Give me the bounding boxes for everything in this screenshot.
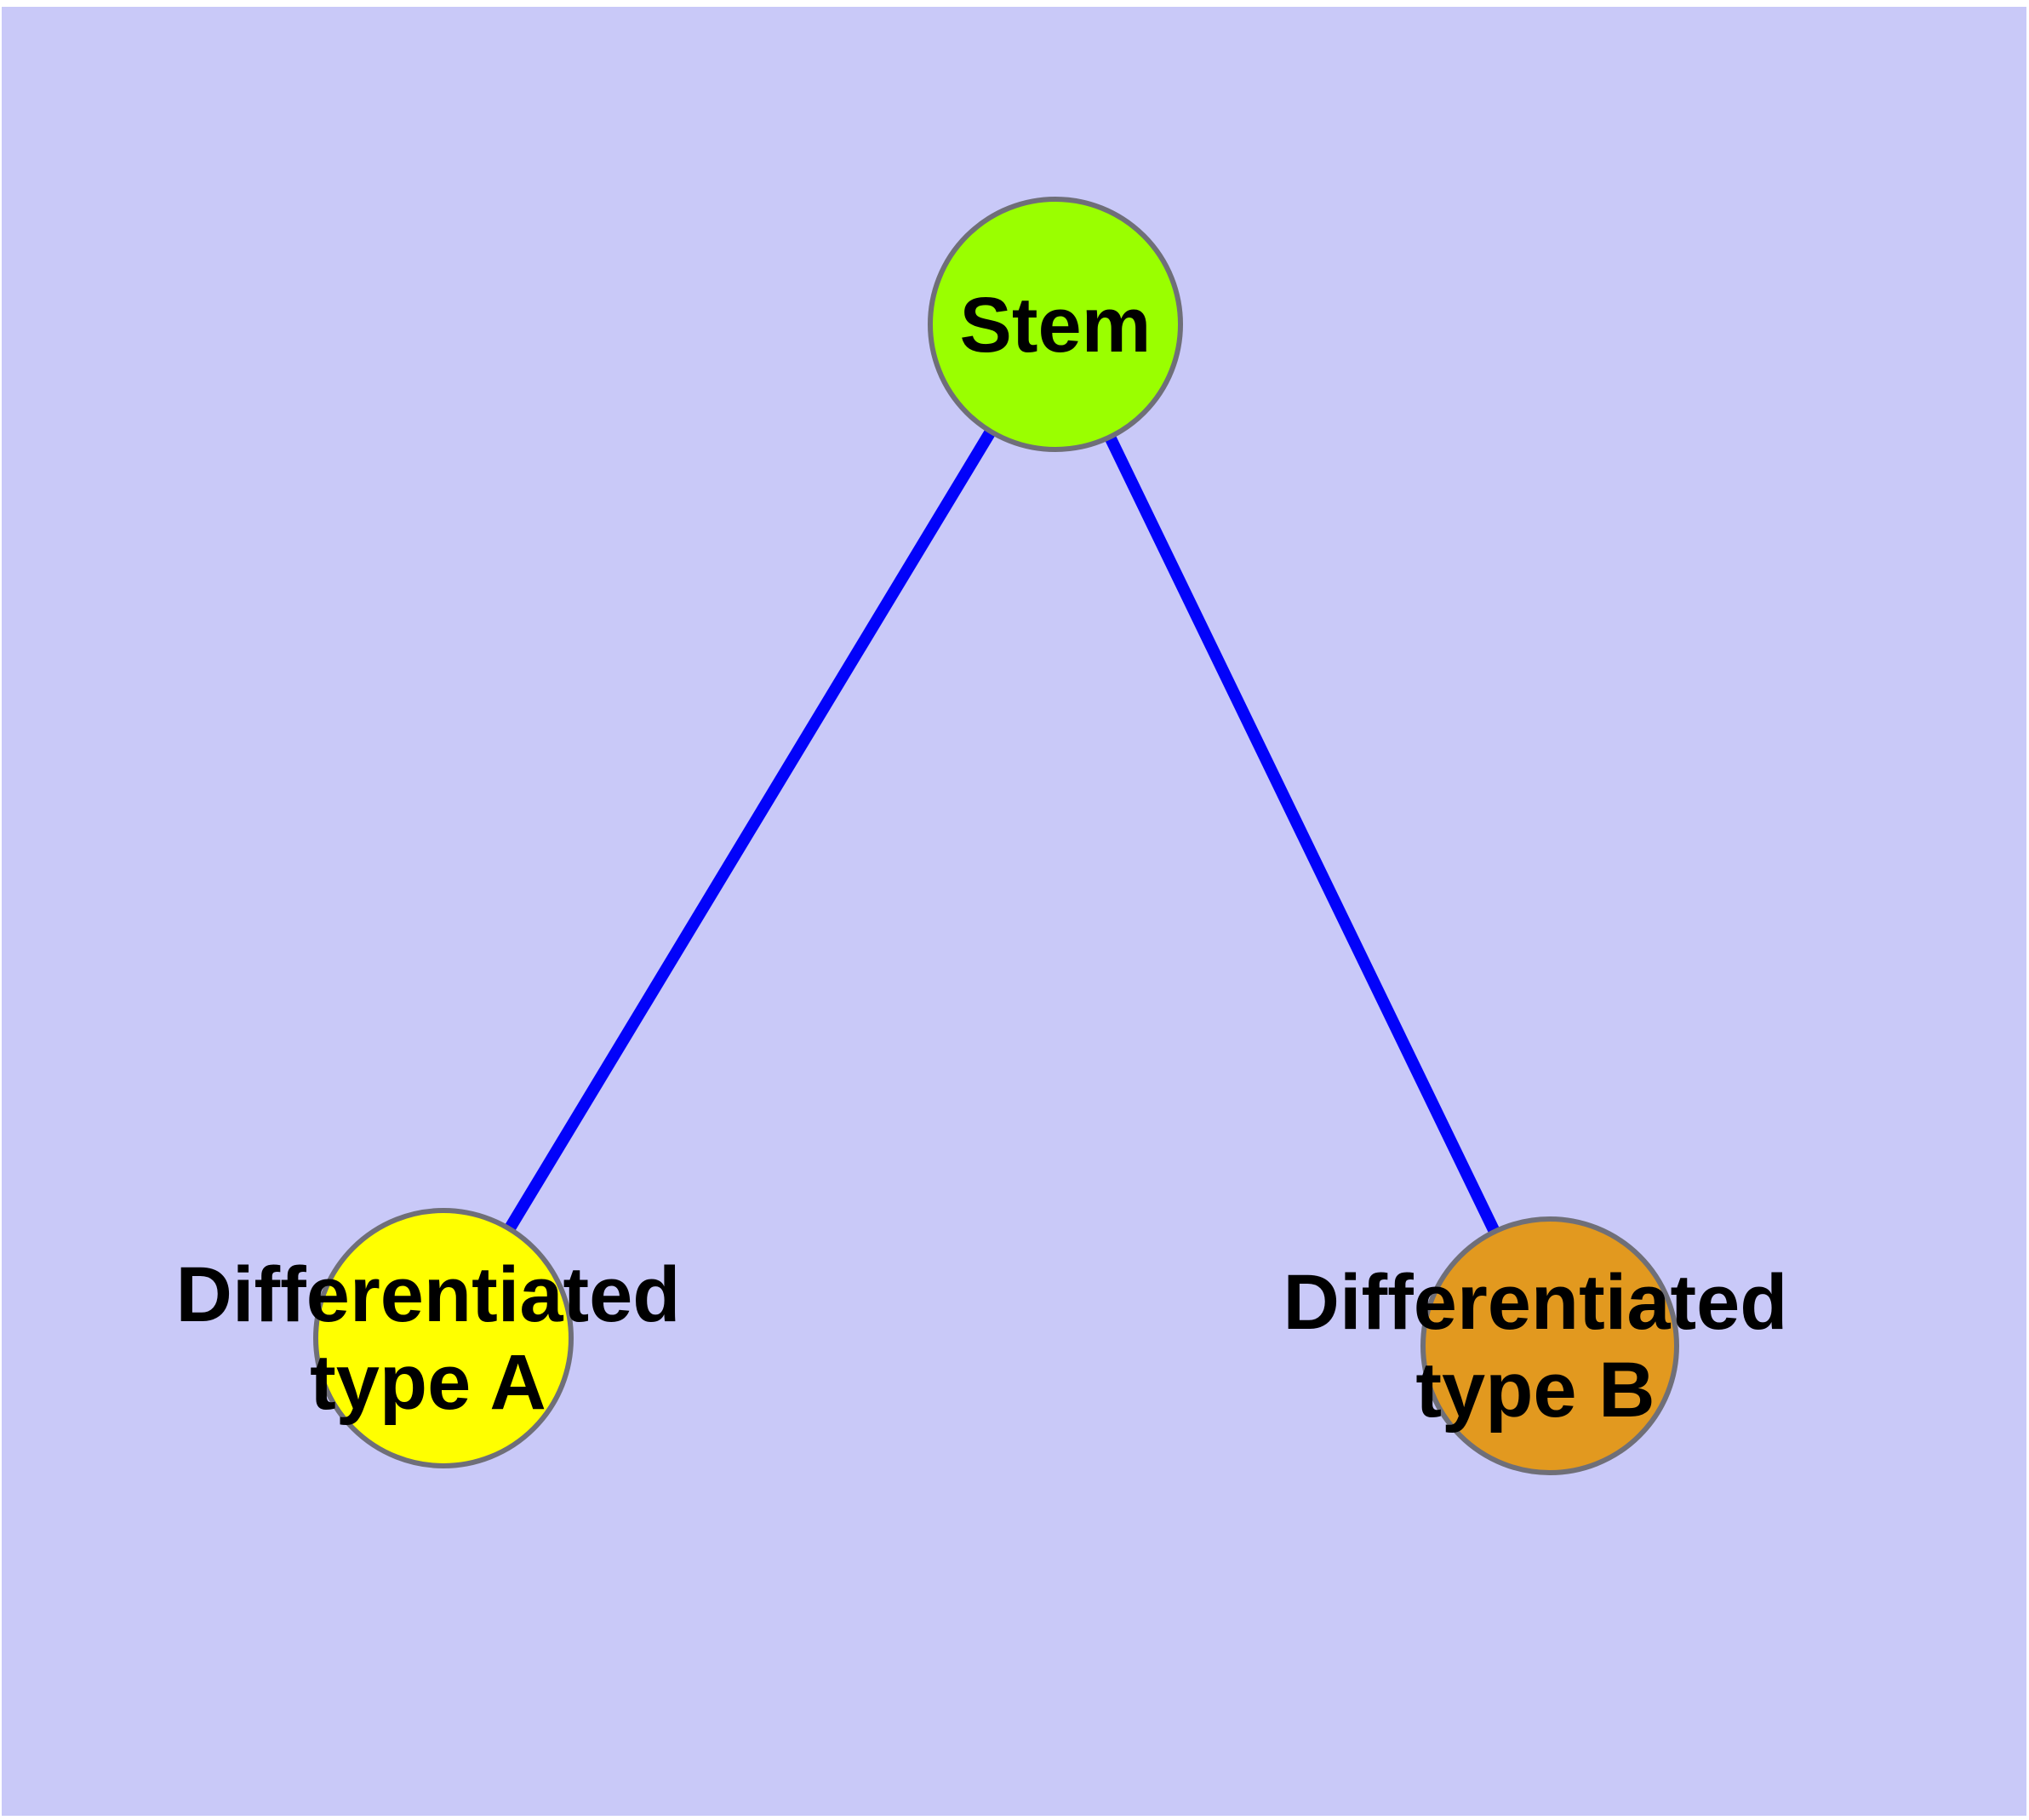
graph-svg — [313, 197, 1679, 1475]
node-type-a-circle — [313, 1208, 574, 1468]
diagram-canvas: Stem Differentiated type A Differentiate… — [2, 7, 2026, 1816]
edge-stem-to-type-b — [1049, 321, 1556, 1349]
edge-stem-to-type-a — [438, 321, 1060, 1342]
node-type-b-circle — [1420, 1216, 1679, 1475]
node-stem-circle — [928, 197, 1183, 452]
